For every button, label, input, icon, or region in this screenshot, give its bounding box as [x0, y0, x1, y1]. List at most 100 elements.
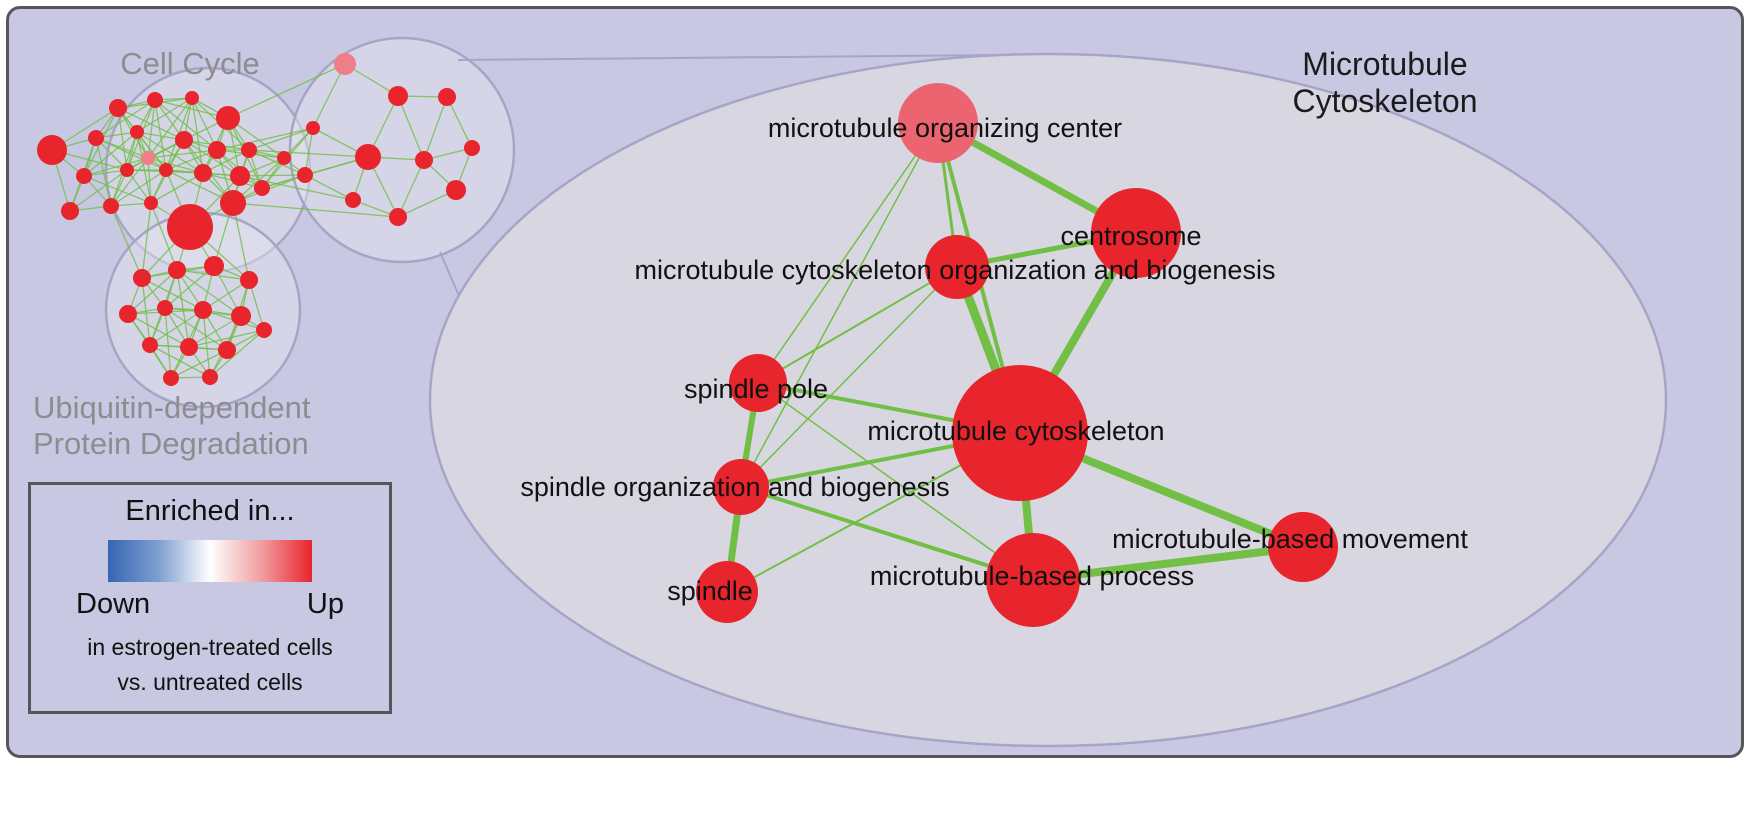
- legend-down-label: Down: [76, 588, 151, 620]
- mini-edge: [191, 97, 218, 151]
- legend-caption-line1: in estrogen-treated cells: [87, 634, 333, 660]
- mini-edge: [154, 99, 229, 119]
- mini-edge: [397, 95, 425, 161]
- mini-node: [130, 125, 144, 139]
- cluster-label-cell-cycle: Cell Cycle: [120, 46, 260, 81]
- mini-node: [256, 322, 272, 338]
- edge-moc--spindle-org: [740, 122, 939, 488]
- mini-edge: [261, 156, 369, 189]
- legend: Enriched in... Down Up in estrogen-treat…: [28, 482, 392, 714]
- mini-edge: [95, 137, 112, 207]
- mini-node: [37, 135, 67, 165]
- mini-node: [216, 106, 240, 130]
- mini-node: [168, 261, 186, 279]
- mini-node: [438, 88, 456, 106]
- mini-node: [120, 163, 134, 177]
- mini-node: [446, 180, 466, 200]
- mini-edge: [147, 149, 218, 159]
- node-mct: [952, 365, 1088, 501]
- edge-spindle-pole--process: [757, 382, 1034, 581]
- cluster-circle-microtubule: [288, 36, 516, 264]
- edge-mct-org--spindle-org: [740, 266, 958, 488]
- mini-edge: [227, 63, 346, 119]
- node-spindle-pole: [729, 354, 787, 412]
- mini-node: [230, 166, 250, 186]
- mini-edge: [127, 269, 178, 315]
- node-label-moc: microtubule organizing center: [768, 113, 1122, 143]
- mini-node: [241, 142, 257, 158]
- mini-edge: [110, 205, 143, 279]
- mini-edge: [149, 344, 211, 378]
- legend-title: Enriched in...: [125, 495, 295, 527]
- node-label-process: microtubule-based process: [870, 561, 1194, 591]
- mini-node: [133, 269, 151, 287]
- mini-node: [194, 301, 212, 319]
- node-moc: [898, 83, 978, 163]
- mini-edge: [188, 315, 242, 348]
- mini-edge: [69, 169, 128, 212]
- mini-edge: [216, 127, 314, 151]
- mini-node: [240, 271, 258, 289]
- mini-edge: [165, 149, 218, 171]
- node-label-movement: microtubule-based movement: [1112, 524, 1468, 554]
- mini-edge: [164, 265, 215, 309]
- mini-node: [61, 202, 79, 220]
- mini-edge: [188, 329, 265, 348]
- mini-edge: [136, 97, 193, 133]
- mini-node: [167, 204, 213, 250]
- mini-edge: [127, 313, 190, 348]
- node-label-spindle: spindle: [667, 576, 753, 606]
- mini-edge: [110, 169, 167, 207]
- ubiquitin-label-line1: Ubiquitin-dependent: [33, 390, 311, 425]
- mini-edge: [126, 139, 185, 171]
- legend-endpoint-labels: Down Up: [76, 588, 344, 621]
- mini-node: [220, 190, 246, 216]
- legend-gradient-bar: [108, 540, 312, 582]
- mini-edge: [446, 96, 473, 149]
- mini-node: [277, 151, 291, 165]
- cluster-label-ubiquitin: Ubiquitin-dependent Protein Degradation: [33, 390, 311, 461]
- mini-node: [306, 121, 320, 135]
- mini-edge: [150, 202, 178, 271]
- node-label-mct-org: microtubule cytoskeleton organization an…: [635, 255, 1276, 285]
- mini-edge: [248, 149, 369, 158]
- legend-up-label: Up: [306, 588, 344, 620]
- microtubule-label-line1: Microtubule: [1302, 46, 1468, 82]
- mini-node: [159, 163, 173, 177]
- mini-node: [231, 306, 251, 326]
- edge-spindle-org--process: [740, 485, 1034, 582]
- node-label-centrosome: centrosome: [1060, 221, 1201, 251]
- mini-edge: [239, 175, 354, 201]
- mini-edge: [170, 349, 228, 379]
- mini-edge: [397, 159, 425, 218]
- mini-edge: [176, 269, 242, 317]
- mini-edge: [141, 277, 204, 311]
- mini-edge: [423, 96, 448, 161]
- node-movement: [1268, 512, 1338, 582]
- mini-node: [345, 192, 361, 208]
- mini-node: [88, 130, 104, 146]
- mini-edge: [136, 131, 152, 204]
- mini-node: [389, 208, 407, 226]
- mini-node: [254, 180, 270, 196]
- mini-edge: [312, 63, 346, 129]
- mini-node: [180, 338, 198, 356]
- mini-node: [464, 140, 480, 156]
- node-process: [986, 533, 1080, 627]
- mini-edge: [154, 99, 167, 171]
- mini-edge: [147, 157, 204, 174]
- mini-edge: [232, 202, 399, 218]
- mini-node: [297, 167, 313, 183]
- mini-node: [202, 369, 218, 385]
- mini-edge: [248, 149, 306, 176]
- mini-node: [194, 164, 212, 182]
- mini-edge: [83, 157, 149, 177]
- mini-edge: [110, 157, 149, 207]
- mini-edge: [232, 202, 250, 281]
- node-spindle: [696, 561, 758, 623]
- mini-node: [119, 305, 137, 323]
- mini-edge: [83, 175, 152, 204]
- mini-edge: [136, 131, 167, 171]
